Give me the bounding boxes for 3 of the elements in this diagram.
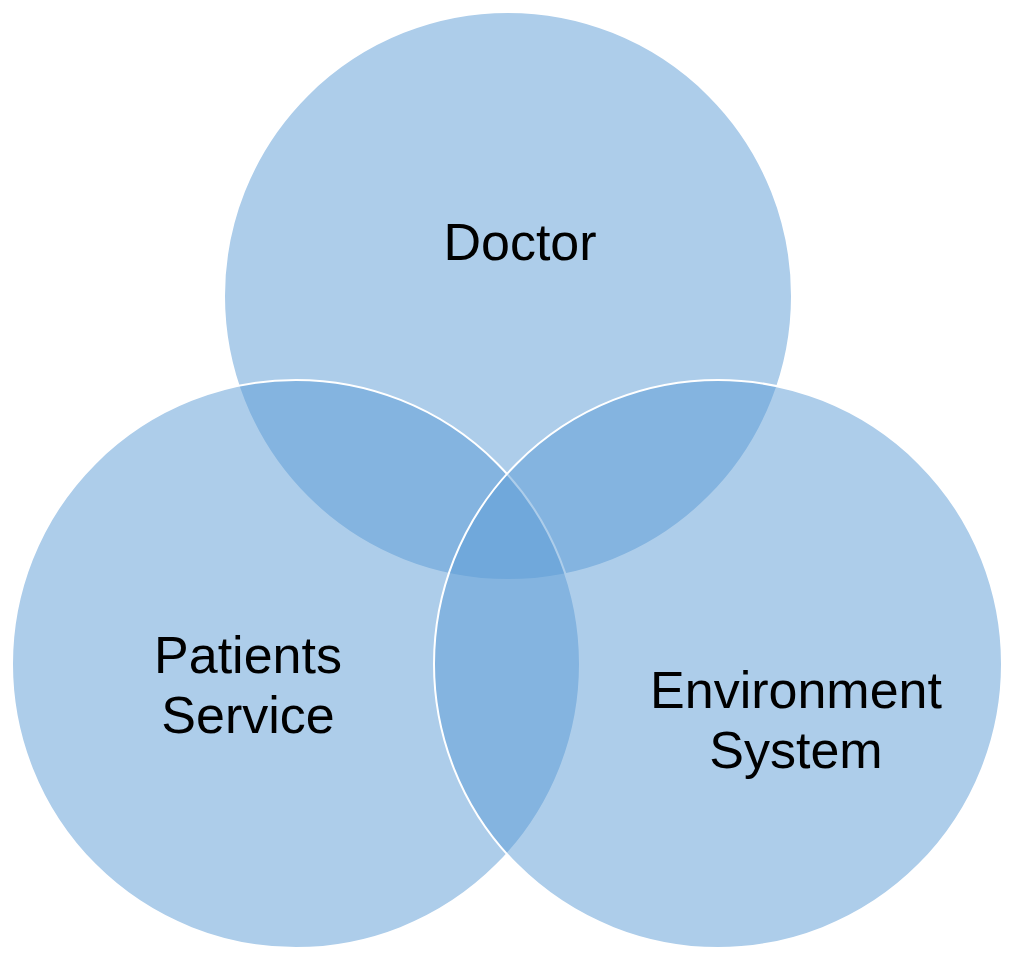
- circle-label: Doctor: [442, 212, 598, 272]
- circle-label: Environment System: [649, 660, 943, 780]
- circle-label: Patients Service: [153, 625, 343, 745]
